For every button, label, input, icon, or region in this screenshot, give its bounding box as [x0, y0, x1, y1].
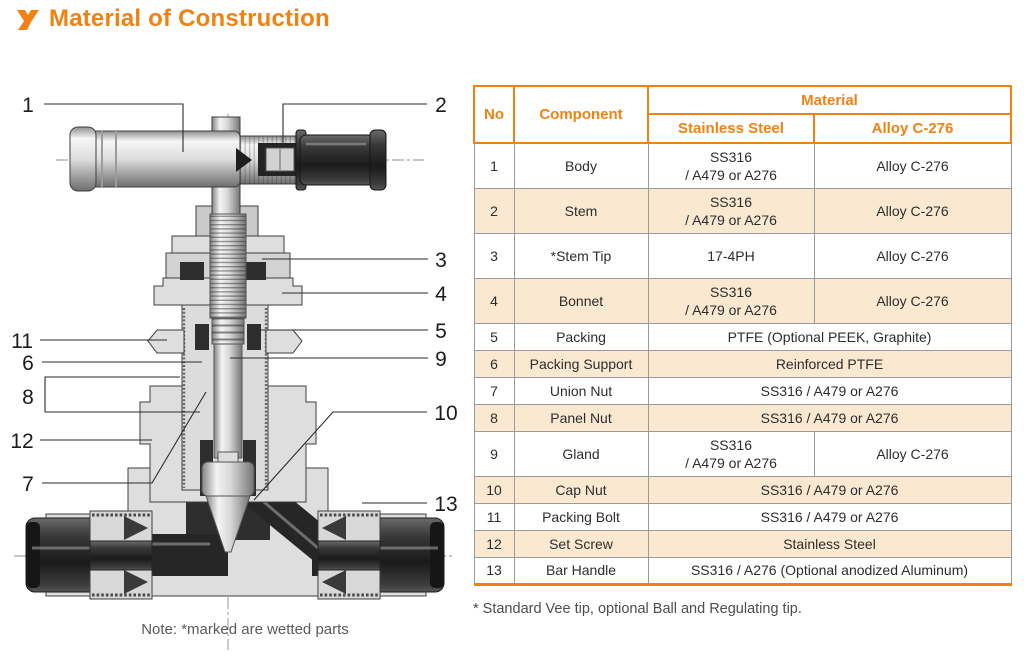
- table-row: 5 Packing PTFE (Optional PEEK, Graphite): [473, 322, 1012, 351]
- panel-nut-wing-right: [265, 329, 303, 354]
- header-material: Material: [646, 85, 1013, 115]
- table-row: 11 Packing Bolt SS316 / A479 or A276: [473, 502, 1012, 531]
- table-row: 10 Cap Nut SS316 / A479 or A276: [473, 475, 1012, 504]
- header-stainless-steel: Stainless Steel: [647, 113, 815, 144]
- panel-nut-wing-left: [147, 329, 185, 354]
- callout-label: 7: [22, 473, 34, 496]
- callout-label: 12: [10, 430, 33, 453]
- callout-label: 11: [11, 330, 33, 353]
- header-alloy-c276: Alloy C-276: [812, 113, 1013, 144]
- table-row: 12 Set Screw Stainless Steel: [473, 529, 1012, 558]
- table-row: 13 Bar Handle SS316 / A276 (Optional ano…: [473, 556, 1012, 586]
- table-header-row: No Component Material: [473, 85, 1013, 144]
- table-row: 9 Gland SS316 / A479 or A276 Alloy C-276: [473, 430, 1012, 477]
- diagram-note: Note: *marked are wetted parts: [141, 621, 349, 638]
- brand-valve-icon: [17, 9, 39, 30]
- callout-label: 3: [435, 249, 447, 272]
- table-row: 6 Packing Support Reinforced PTFE: [473, 349, 1012, 378]
- table-row: 2 Stem SS316 / A479 or A276 Alloy C-276: [473, 187, 1012, 234]
- callout-label: 5: [435, 320, 447, 343]
- table-footnote: * Standard Vee tip, optional Ball and Re…: [473, 601, 802, 617]
- table-row: 4 Bonnet SS316 / A479 or A276 Alloy C-27…: [473, 277, 1012, 324]
- callout-label: 9: [435, 348, 447, 371]
- callout-label: 4: [435, 283, 447, 306]
- valve-cross-section-diagram: 1 2 3 4 5 6 7 8 9 10 11 12 13: [10, 94, 458, 650]
- table-row: 1 Body SS316 / A479 or A276 Alloy C-276: [473, 142, 1012, 189]
- callout-label: 8: [22, 386, 34, 409]
- callout-label: 1: [22, 94, 34, 117]
- bar-handle: [69, 126, 387, 192]
- left-fitting: [25, 510, 153, 600]
- header-component: Component: [513, 85, 649, 144]
- handle-grip: [299, 134, 375, 186]
- table-row: 8 Panel Nut SS316 / A479 or A276: [473, 403, 1012, 432]
- right-fitting: [317, 510, 445, 600]
- callout-leader-lines: [40, 103, 428, 504]
- page-title-text: Material of Construction: [49, 5, 330, 32]
- table-subheader-row: Stainless Steel Alloy C-276: [474, 113, 1013, 144]
- bore-highlight-2: [263, 500, 319, 550]
- stem-tip: [201, 451, 255, 553]
- materials-table: No Component Material Stainless Steel Al…: [473, 85, 1013, 586]
- page-title: Material of Construction: [16, 5, 330, 33]
- callout-label: 13: [434, 493, 457, 516]
- header-no: No: [473, 85, 515, 144]
- table-row: 7 Union Nut SS316 / A479 or A276: [473, 376, 1012, 405]
- table-row: 3 *Stem Tip 17-4PH Alloy C-276: [473, 232, 1012, 279]
- callout-labels: 1 2 3 4 5 6 7 8 9 10 11 12 13: [10, 94, 457, 516]
- callout-label: 2: [435, 94, 447, 117]
- callout-label: 6: [22, 352, 34, 375]
- callout-label: 10: [434, 402, 457, 425]
